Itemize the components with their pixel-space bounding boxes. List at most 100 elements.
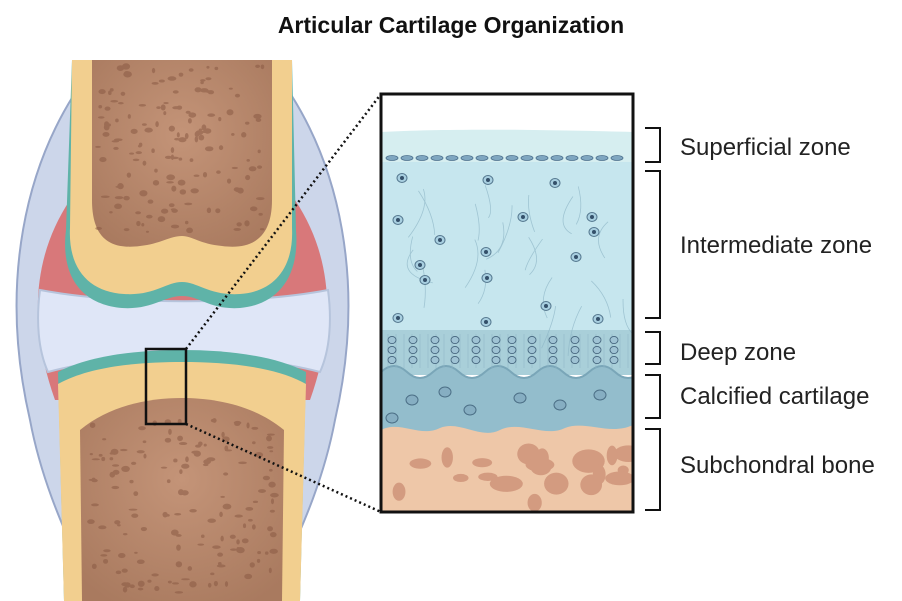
bone-pore — [172, 582, 179, 584]
bone-pore — [152, 68, 155, 73]
columnar-chondrocyte — [472, 356, 480, 363]
bone-pore — [250, 206, 257, 211]
columnar-chondrocyte — [409, 356, 417, 363]
columnar-chondrocyte — [409, 346, 417, 353]
calcified-chondrocyte — [386, 413, 398, 423]
bone-pore — [614, 445, 643, 462]
bone-pore — [249, 166, 257, 171]
bone-pore — [256, 197, 265, 200]
bone-pore — [186, 228, 193, 234]
bone-pore — [162, 512, 167, 518]
bone-pore — [236, 547, 239, 552]
cell-nucleus — [400, 176, 404, 180]
bone-pore — [139, 104, 146, 107]
bone-pore — [112, 140, 120, 142]
bone-pore — [102, 438, 106, 440]
bone-pore — [206, 457, 215, 461]
bone-pore — [99, 157, 106, 162]
bone-pore — [607, 446, 618, 466]
bone-pore — [223, 472, 228, 475]
columnar-chondrocyte — [610, 356, 618, 363]
columnar-chondrocyte — [571, 336, 579, 343]
bone-pore — [189, 581, 196, 587]
bone-pore — [174, 513, 181, 515]
bone-pore — [92, 478, 96, 482]
bone-pore — [263, 476, 270, 480]
bone-pore — [252, 441, 256, 444]
columnar-chondrocyte — [610, 336, 618, 343]
flat-chondrocyte — [521, 156, 533, 161]
calcified-chondrocyte — [594, 390, 606, 400]
calcified-chondrocyte — [406, 395, 418, 405]
bone-pore — [218, 562, 222, 565]
bone-pore — [472, 458, 492, 467]
flat-chondrocyte — [551, 156, 563, 161]
bone-pore — [195, 444, 201, 447]
columnar-chondrocyte — [409, 336, 417, 343]
bone-pore — [136, 151, 142, 154]
bone-pore — [211, 419, 217, 423]
bone-pore — [235, 94, 240, 98]
bone-pore — [246, 159, 250, 162]
bone-pore — [194, 451, 201, 457]
cell-nucleus — [484, 250, 488, 254]
bone-pore — [245, 122, 249, 125]
bone-pore — [108, 91, 112, 96]
columnar-chondrocyte — [388, 356, 396, 363]
bone-pore — [151, 148, 154, 153]
bone-pore — [223, 504, 232, 510]
bone-pore — [267, 526, 273, 531]
cartilage-inset — [381, 94, 643, 512]
bone-pore — [544, 473, 568, 495]
bone-pore — [129, 480, 133, 483]
bone-pore — [147, 580, 151, 583]
flat-chondrocyte — [596, 156, 608, 161]
bone-pore — [168, 76, 177, 80]
bone-pore — [98, 105, 102, 108]
cell-nucleus — [596, 317, 600, 321]
bone-pore — [90, 423, 96, 428]
bone-pore — [257, 165, 262, 168]
bone-pore — [270, 510, 275, 513]
bone-pore — [121, 582, 128, 586]
columnar-chondrocyte — [431, 356, 439, 363]
intermediate-zone — [381, 162, 633, 332]
bone-pore — [121, 466, 130, 472]
bone-pore — [98, 116, 105, 118]
bone-pore — [163, 102, 168, 104]
cell-nucleus — [544, 304, 548, 308]
columnar-chondrocyte — [492, 356, 500, 363]
bone-pore — [188, 566, 193, 571]
bone-pore — [200, 131, 208, 133]
bone-pore — [171, 147, 174, 153]
bone-pore — [127, 173, 131, 178]
bone-pore — [111, 486, 119, 489]
bone-pore — [267, 433, 275, 435]
bone-pore — [177, 132, 180, 137]
bone-pore — [136, 221, 140, 226]
bone-pore — [123, 196, 129, 201]
femur-marrow — [92, 60, 272, 247]
bone-pore — [179, 158, 183, 161]
bone-pore — [231, 133, 235, 136]
bone-pore — [269, 450, 273, 452]
bone-pore — [269, 549, 277, 554]
bone-pore — [114, 204, 122, 210]
bone-pore — [246, 422, 249, 428]
bone-pore — [232, 167, 238, 169]
bone-pore — [184, 203, 192, 206]
bone-pore — [123, 533, 128, 535]
flat-chondrocyte — [431, 156, 443, 161]
bone-pore — [234, 421, 242, 425]
bone-pore — [393, 483, 406, 501]
bone-pore — [105, 106, 111, 110]
bone-pore — [117, 65, 124, 71]
bone-pore — [172, 106, 180, 109]
bone-pore — [188, 112, 196, 117]
bone-pore — [442, 447, 453, 467]
bone-pore — [104, 121, 109, 127]
bone-pore — [258, 489, 266, 493]
bone-pore — [253, 501, 258, 503]
bone-pore — [207, 113, 215, 117]
bone-pore — [131, 129, 138, 134]
